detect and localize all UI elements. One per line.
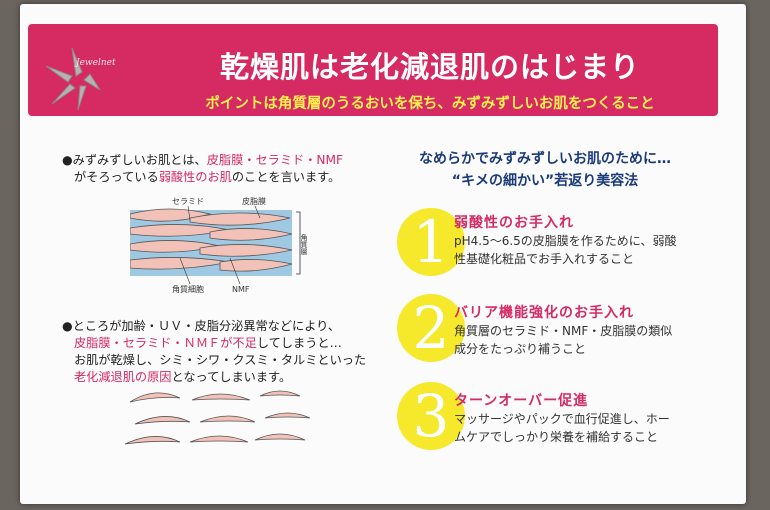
problem-paragraph: ●ところが加齢・ＵＶ・皮脂分泌異常などにより、 皮脂膜・セラミド・ＮＭＦが不足し… [62,318,382,386]
intro-text: ●みずみずしいお肌とは、 [62,153,207,167]
step-desc-line: 成分をたっぷり補うこと [454,342,587,356]
step-desc-line: pH4.5～6.5の皮脂膜を作るために、弱酸 [454,234,677,248]
step-number-2: 2 [397,294,465,362]
label-nmf: NMF [232,285,250,294]
step-title-2: バリア機能強化のお手入れ [454,305,634,321]
step-desc-3: マッサージやパックで血行促進し、ホー ムケアでしっかり栄養を補給すること [454,410,709,446]
skin-layer-diagram: セラミド 皮脂膜 角質層 角質細胞 NMF [130,196,308,294]
step-number-3: 3 [397,382,465,450]
method-heading: なめらかでみずみずしいお肌のために… “キメの細かい”若返り美容法 [400,148,690,192]
intro-text: がそろっている [74,170,159,184]
logo-text: Jewelnet [76,58,116,68]
method-heading-line1: なめらかでみずみずしいお肌のために… [419,151,671,167]
flower-logo-icon [45,47,101,111]
step-title-3: ターンオーバー促進 [454,393,589,409]
step-desc-line: マッサージやパックで血行促進し、ホー [454,412,670,426]
problem-text: お肌が乾燥し、シミ・シワ・クスミ・タルミといった [74,353,367,367]
problem-text: してしまうと… [256,336,342,350]
step-desc-line: ムケアでしっかり栄養を補給すること [454,430,659,444]
step-desc-line: 角質層のセラミド・NMF・皮脂膜の類似 [454,324,673,338]
intro-paragraph: ●みずみずしいお肌とは、皮脂膜・セラミド・NMF がそろっている弱酸性のお肌のこ… [62,152,382,186]
step-desc-line: 性基礎化粧品でお手入れすること [454,252,635,266]
step-number-1: 1 [397,208,465,276]
problem-highlight: 皮脂膜・セラミド・ＮＭＦが不足 [74,336,257,350]
step-title-1: 弱酸性のお手入れ [454,215,574,231]
label-corneocyte: 角質細胞 [172,284,204,294]
problem-highlight: 老化減退肌の原因 [74,370,172,384]
dry-cells-illustration [124,390,311,445]
title-banner [28,24,718,116]
intro-highlight: 皮脂膜・セラミド・NMF [206,153,344,167]
page-subtitle: ポイントは角質層のうるおいを保ち、みずみずしいお肌をつくること [205,96,655,112]
page-title: 乾燥肌は老化減退肌のはじまり [219,50,640,84]
label-ceramide: セラミド [172,197,204,206]
problem-text: ●ところが加齢・ＵＶ・皮脂分泌異常などにより、 [62,319,341,333]
label-sebum: 皮脂膜 [242,196,266,206]
step-desc-1: pH4.5～6.5の皮脂膜を作るために、弱酸 性基礎化粧品でお手入れすること [454,232,709,268]
label-stratum: 角質層 [300,233,308,256]
problem-text: となってしまいます。 [171,370,292,384]
intro-highlight: 弱酸性のお肌 [158,170,232,184]
method-heading-line2: “キメの細かい”若返り美容法 [451,173,639,189]
intro-text: のことを言います。 [231,170,341,184]
step-desc-2: 角質層のセラミド・NMF・皮脂膜の類似 成分をたっぷり補うこと [454,322,709,358]
